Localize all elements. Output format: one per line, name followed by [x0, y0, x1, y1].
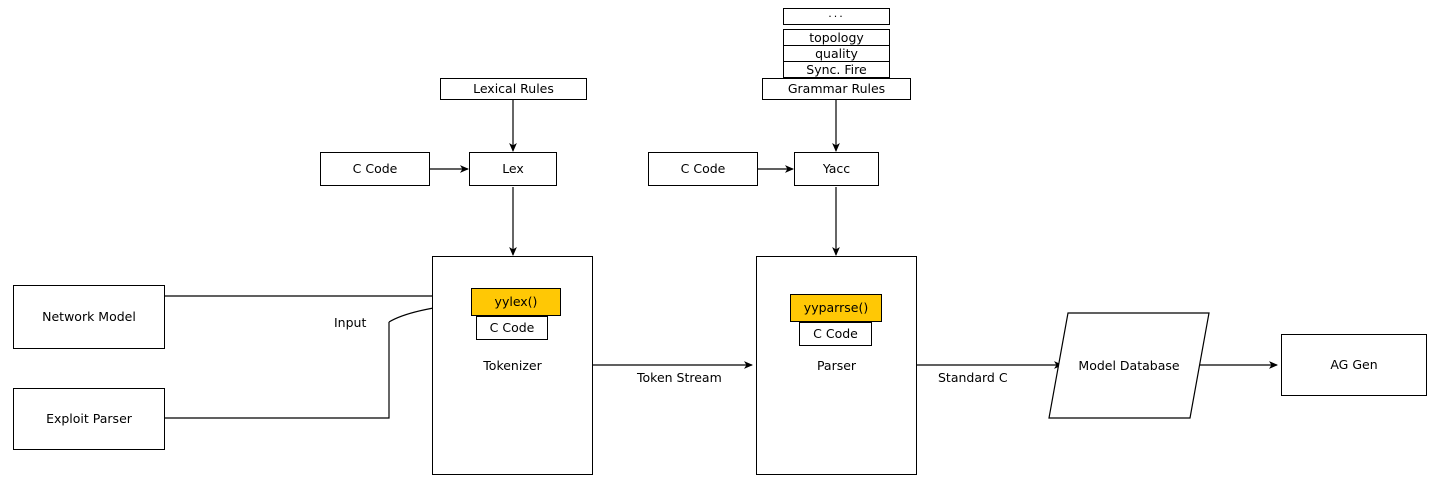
stack-row-label: topology — [809, 30, 864, 45]
stack-row-label: Sync. Fire — [806, 62, 867, 77]
exploit-parser-box[interactable]: Exploit Parser — [13, 388, 165, 450]
edge-label-standard-c: Standard C — [938, 370, 1008, 385]
yyparse-c-code-box[interactable]: C Code — [799, 322, 872, 346]
grammar-stack-row-2: quality — [783, 45, 890, 62]
yylex-box[interactable]: yylex() — [471, 288, 561, 316]
tokenizer-caption: Tokenizer — [483, 358, 542, 373]
grammar-stack-row-3: Sync. Fire — [783, 61, 890, 78]
network-model-box[interactable]: Network Model — [13, 285, 165, 349]
edge-label-input: Input — [334, 315, 367, 330]
ag-gen-box[interactable]: AG Gen — [1281, 334, 1427, 396]
yylex-c-code-box[interactable]: C Code — [476, 316, 548, 340]
edge-label-token-stream: Token Stream — [637, 370, 722, 385]
stack-row-label: quality — [815, 46, 858, 61]
parser-caption: Parser — [816, 358, 857, 373]
parser-container[interactable] — [756, 256, 917, 475]
stack-row-label: ... — [828, 7, 845, 20]
grammar-stack-row-1: topology — [783, 29, 890, 46]
c-code-lex-box[interactable]: C Code — [320, 152, 430, 186]
model-database-label[interactable]: Model Database — [1078, 358, 1180, 373]
lexical-rules-box[interactable]: Lexical Rules — [440, 78, 587, 100]
lex-box[interactable]: Lex — [469, 152, 557, 186]
grammar-stack-row-0: ... — [783, 7, 890, 25]
yyparse-box[interactable]: yyparrse() — [790, 294, 882, 322]
c-code-yacc-box[interactable]: C Code — [648, 152, 758, 186]
yacc-box[interactable]: Yacc — [794, 152, 879, 186]
grammar-rules-box[interactable]: Grammar Rules — [762, 78, 911, 100]
